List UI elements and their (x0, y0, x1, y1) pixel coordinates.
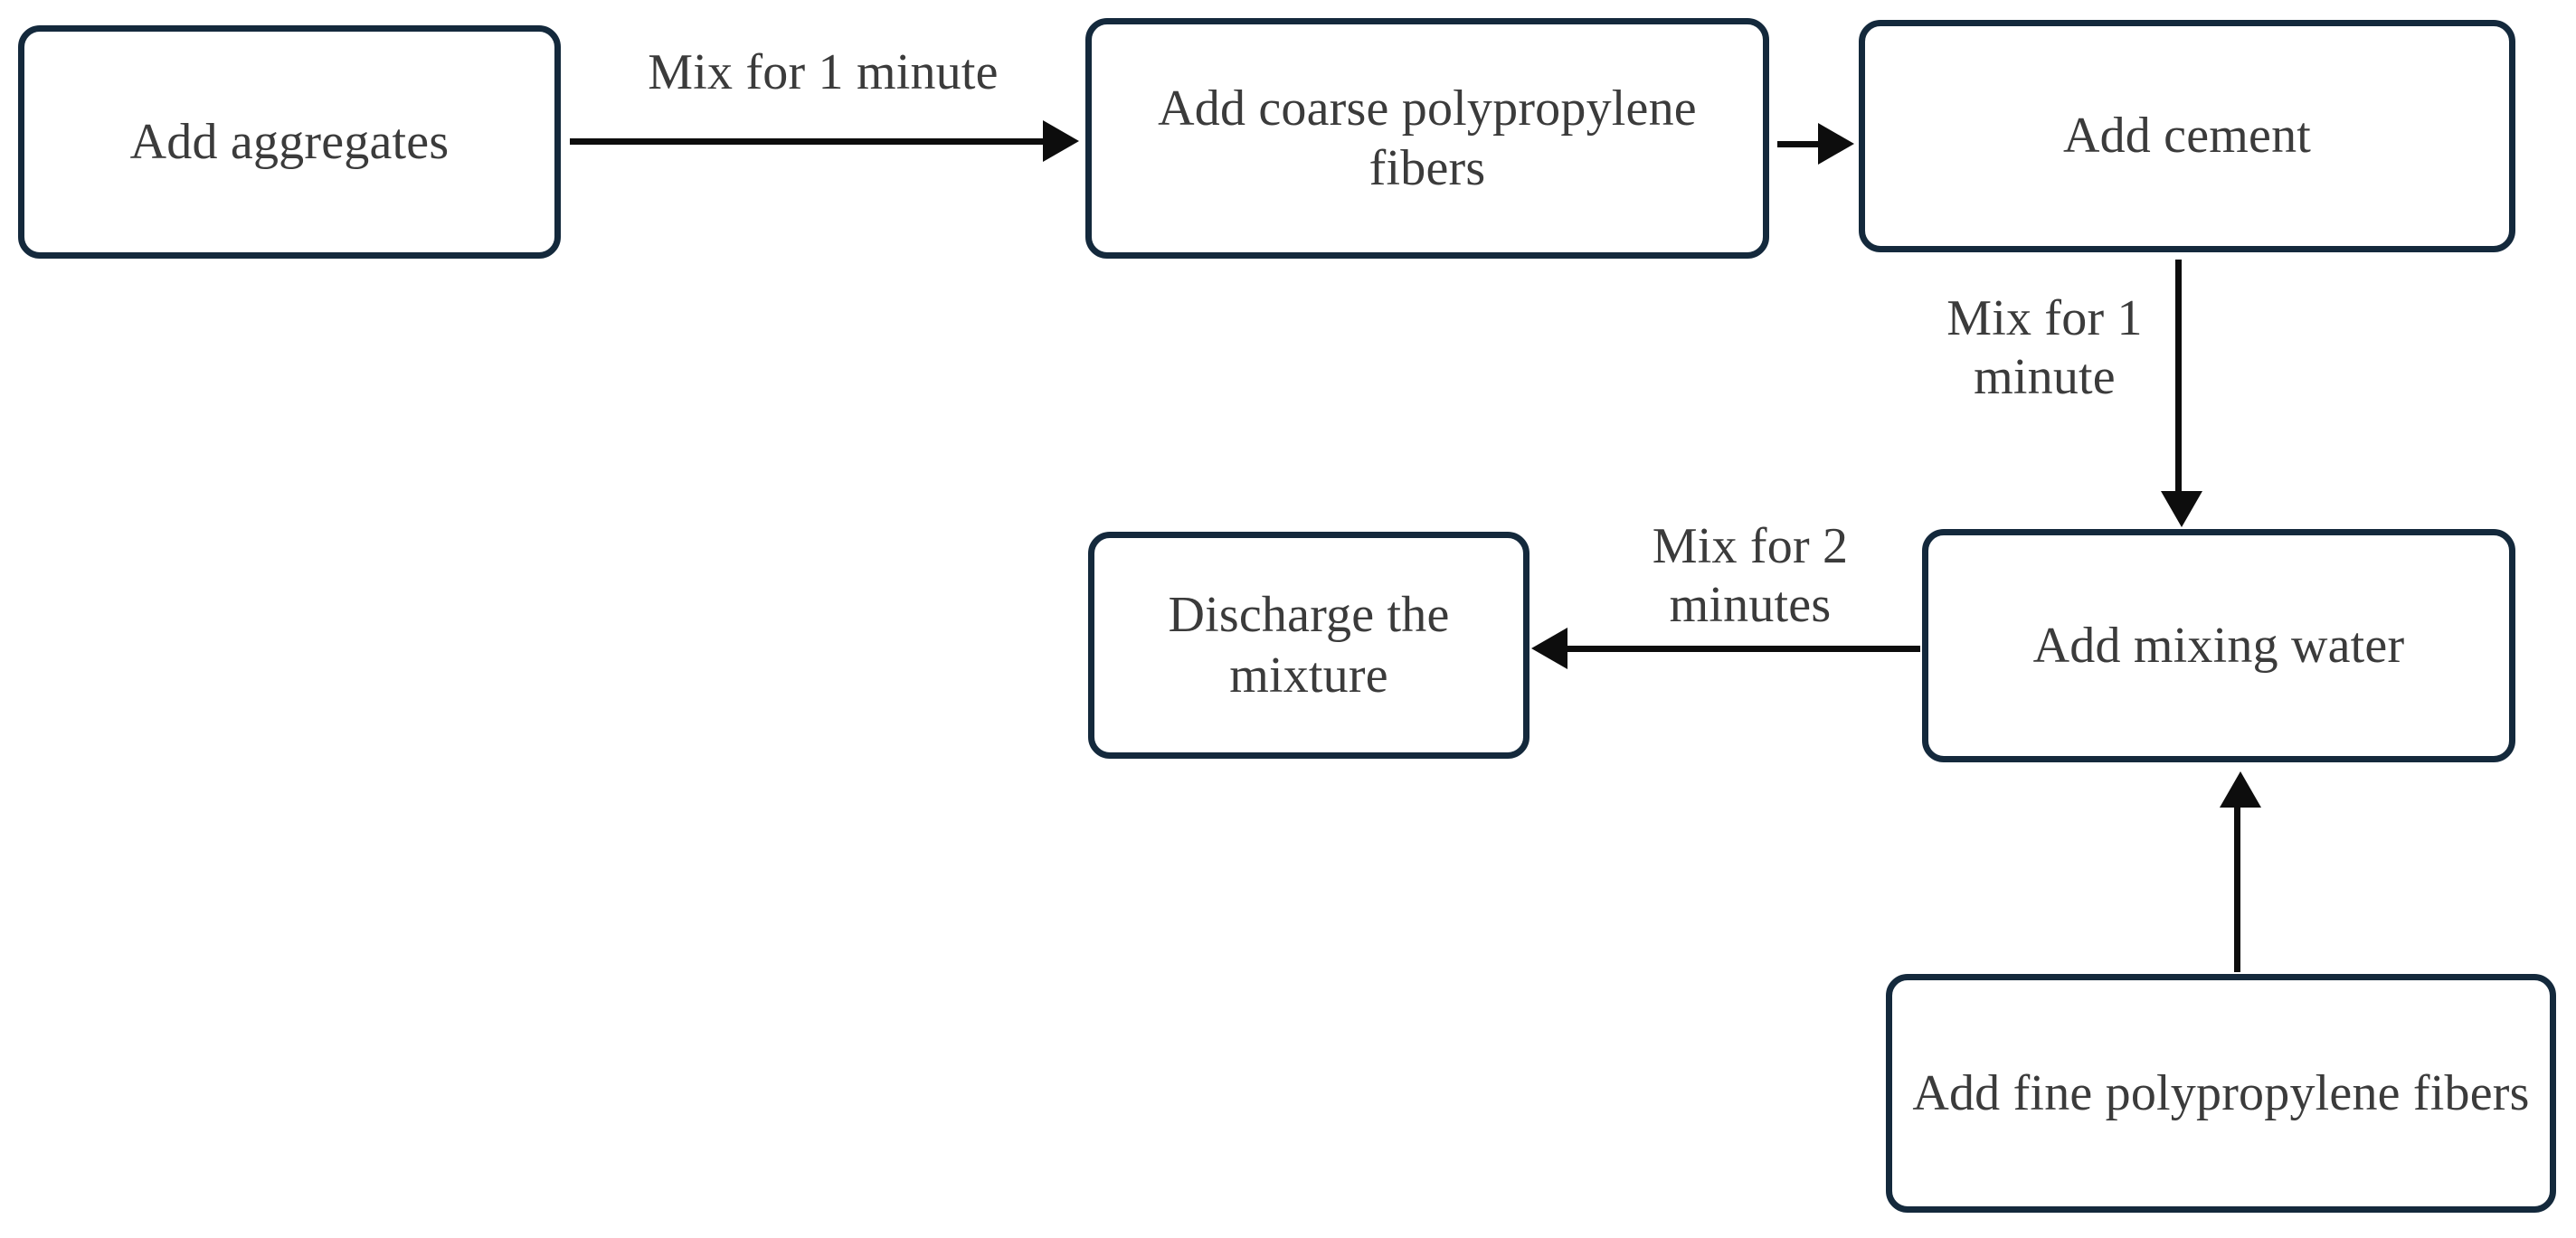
node-add-cement[interactable]: Add cement (1859, 20, 2515, 252)
node-add-mixing-water[interactable]: Add mixing water (1922, 529, 2515, 762)
arrow-label-mix-for-2-minutes: Mix for 2 minutes (1652, 518, 1849, 633)
arrowhead-down-icon-cement-to-mixing-water (2161, 491, 2202, 527)
node-add-mixing-water-label: Add mixing water (2032, 617, 2405, 674)
arrow-label-mix-for-1-minute-vertical: Mix for 1 minute (1946, 290, 2143, 405)
node-add-coarse-polypropylene-fibers-label: Add coarse polypropylene fibers (1158, 80, 1697, 196)
node-add-cement-label: Add cement (2062, 108, 2312, 165)
arrow-line-fine-fibers-to-mixing-water (2234, 808, 2240, 972)
arrowhead-right-icon-aggregates-to-coarse-fibers (1043, 120, 1079, 162)
node-discharge-the-mixture[interactable]: Discharge the mixture (1088, 532, 1530, 759)
arrowhead-up-icon-fine-fibers-to-mixing-water (2220, 771, 2261, 808)
node-add-aggregates[interactable]: Add aggregates (18, 25, 561, 259)
arrow-label-mix-for-1-minute-horizontal: Mix for 1 minute (648, 44, 999, 100)
arrow-line-cement-to-mixing-water (2175, 260, 2182, 493)
arrow-line-coarse-fibers-to-cement (1777, 141, 1821, 147)
node-add-fine-polypropylene-fibers-label: Add fine polypropylene fibers (1912, 1064, 2530, 1121)
arrowhead-right-icon-coarse-fibers-to-cement (1818, 123, 1854, 165)
node-add-fine-polypropylene-fibers[interactable]: Add fine polypropylene fibers (1886, 974, 2556, 1213)
node-add-coarse-polypropylene-fibers[interactable]: Add coarse polypropylene fibers (1085, 18, 1769, 259)
node-discharge-the-mixture-label: Discharge the mixture (1168, 587, 1450, 704)
node-add-aggregates-label: Add aggregates (129, 113, 450, 170)
arrowhead-left-icon-mixing-water-to-discharge (1531, 628, 1567, 669)
arrow-line-mixing-water-to-discharge (1567, 646, 1920, 652)
arrow-line-aggregates-to-coarse-fibers (570, 138, 1045, 145)
